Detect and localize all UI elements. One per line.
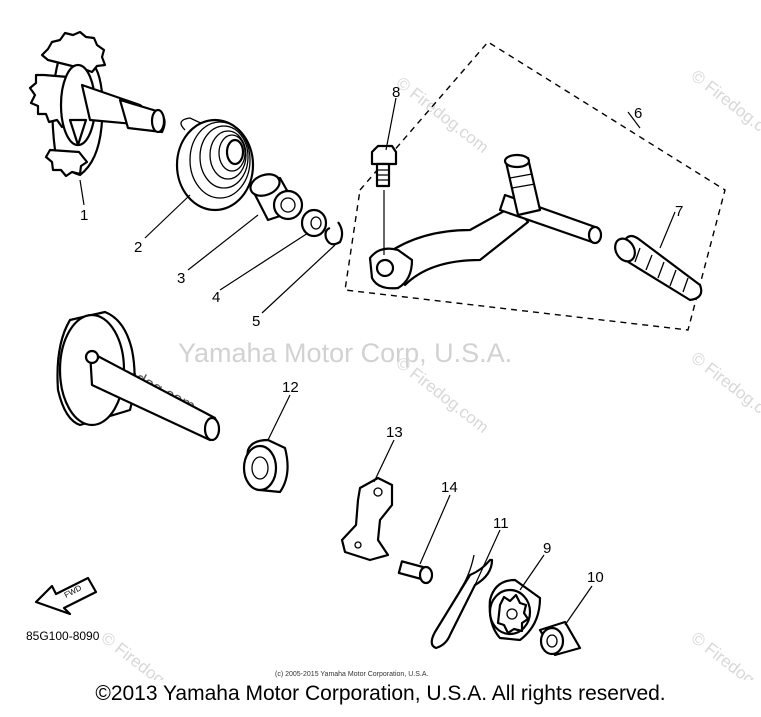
part-5-circlip[interactable]	[324, 221, 344, 246]
part-7-grip[interactable]	[611, 234, 703, 302]
part-9-kick-gear[interactable]	[488, 578, 542, 642]
small-copyright: (c) 2005-2015 Yamaha Motor Corporation, …	[275, 671, 428, 678]
callout-9: 9	[543, 540, 551, 557]
callout-6: 6	[634, 105, 642, 122]
watermark-site-4: © Firedog.com	[688, 348, 761, 432]
part-8-bolt[interactable]	[370, 144, 398, 188]
watermark-main: Yamaha Motor Corp, U.S.A.	[178, 338, 512, 368]
watermark-site-1: © Firedog.com	[393, 73, 493, 157]
callout-7: 7	[675, 203, 683, 220]
kick-starter-diagram: Yamaha Motor Corp, U.S.A. © Firedog.com …	[26, 30, 761, 680]
part-12-bushing[interactable]	[242, 438, 289, 494]
callout-13: 13	[386, 424, 403, 441]
callout-11: 11	[493, 515, 509, 532]
part-10-collar[interactable]	[538, 620, 582, 657]
part-4-washer[interactable]	[300, 208, 328, 238]
callout-10: 10	[587, 569, 604, 586]
part-11-clip[interactable]	[430, 554, 494, 650]
callout-3: 3	[177, 270, 185, 287]
watermark-site-6: © Firedog.com	[688, 628, 761, 680]
callout-5: 5	[252, 313, 260, 330]
kick-shaft[interactable]	[56, 310, 221, 442]
part-6-kick-crank[interactable]	[368, 153, 603, 290]
gear-teeth	[28, 30, 107, 178]
callout-labels: 1 2 3 4 5 6 7 8 9 10 11 12 13 14	[80, 84, 683, 586]
part-3-collar[interactable]	[247, 170, 304, 222]
callout-2: 2	[134, 239, 142, 256]
copyright-notice: ©2013 Yamaha Motor Corporation, U.S.A. A…	[95, 682, 666, 705]
callout-8: 8	[392, 84, 400, 101]
callout-14: 14	[441, 479, 458, 496]
part-13-plate[interactable]	[340, 476, 394, 562]
leader-lines	[79, 97, 676, 626]
watermark-site-2: © Firedog.com	[688, 66, 761, 150]
part-1-kick-axle[interactable]	[28, 30, 166, 178]
callout-12: 12	[282, 379, 299, 396]
fwd-arrow-icon: FWD	[34, 576, 98, 616]
kick-crank-assembly-outline	[344, 41, 726, 331]
diagram-code: 85G100-8090	[26, 629, 100, 643]
callout-4: 4	[212, 289, 220, 306]
part-14-screw[interactable]	[397, 560, 434, 585]
part-2-spring[interactable]	[175, 117, 255, 212]
watermark-site-5: © Firedog.com	[98, 628, 198, 680]
callout-1: 1	[80, 207, 88, 224]
